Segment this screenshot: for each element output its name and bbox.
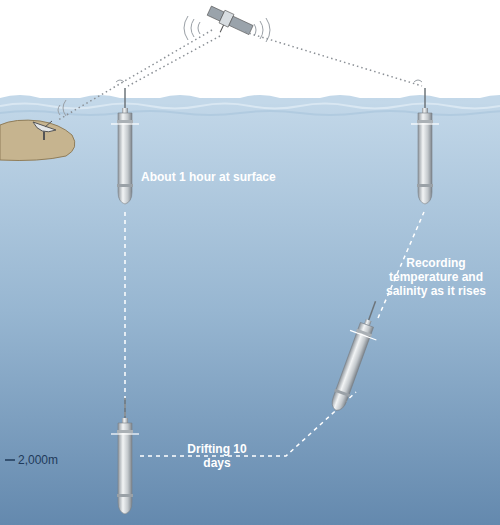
float-path: [125, 212, 424, 456]
depth-tick: [5, 459, 15, 461]
float-rising: [323, 297, 389, 416]
float-surface: [411, 88, 439, 204]
ground-station-dish: [33, 121, 56, 140]
surface-note: About 1 hour at surface: [141, 170, 321, 184]
depth-label: 2,000m: [18, 453, 88, 467]
float-drifting: [111, 398, 139, 514]
satellite: [203, 4, 254, 43]
radio-link: [58, 30, 422, 120]
rising-note: Recording temperature and salinity as it…: [376, 256, 496, 298]
signal-arcs: [58, 16, 422, 116]
drift-note: Drifting 10 days: [177, 442, 257, 470]
land: [0, 120, 75, 160]
float-surface: [111, 88, 139, 204]
